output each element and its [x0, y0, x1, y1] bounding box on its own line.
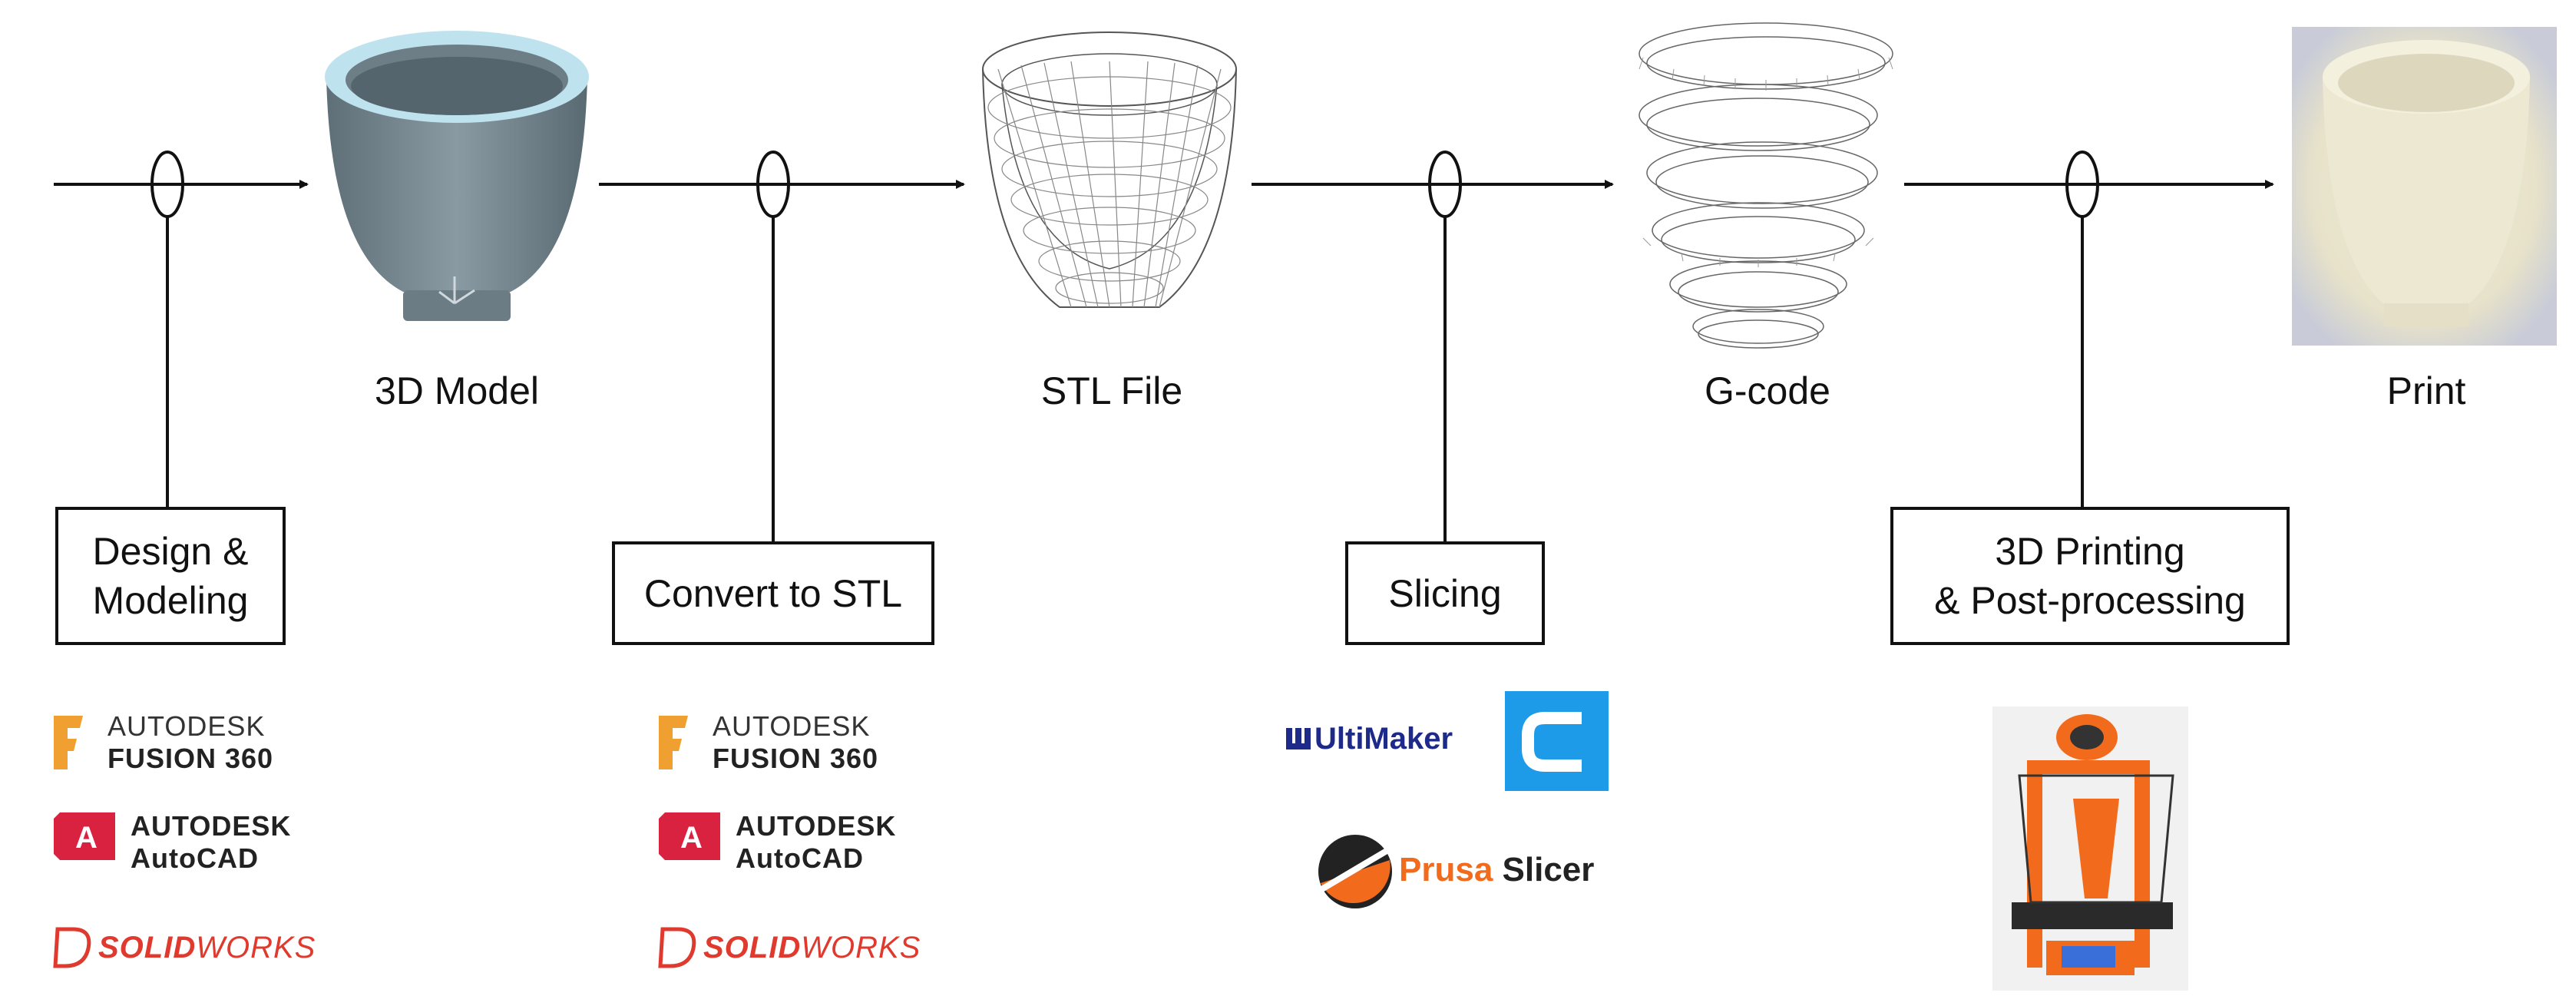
autocad-logo: AUTODESK AutoCAD	[131, 810, 292, 874]
3d-model-cup-icon	[325, 31, 589, 321]
stage-label-stl-file: STL File	[1040, 369, 1183, 412]
step-connectors	[150, 151, 2099, 541]
printed-cup-photo	[2292, 27, 2557, 346]
solidworks-logo: SOLIDWORKS	[98, 931, 316, 965]
gcode-layers-icon	[1639, 22, 1893, 349]
step-box-design-modeling: Design &Modeling	[55, 507, 286, 645]
step-box-slicing: Slicing	[1345, 541, 1545, 645]
3d-printer-icon	[1992, 706, 2188, 991]
ultimaker-logo: UltiMaker	[1314, 722, 1453, 756]
svg-text:A: A	[75, 821, 98, 855]
ultimaker-mark-icon	[1286, 728, 1311, 749]
solidworks-logo-2: SOLIDWORKS	[703, 931, 921, 965]
ds-logo-icon	[53, 927, 696, 968]
step-box-convert-to-stl: Convert to STL	[612, 541, 934, 645]
prusaslicer-logo: Prusa Slicer	[1399, 851, 1595, 888]
svg-text:A: A	[680, 821, 703, 855]
autocad-logo-2: AUTODESK AutoCAD	[736, 810, 897, 874]
cura-c-icon	[1505, 691, 1609, 791]
step-box-printing-post-processing: 3D Printing& Post-processing	[1890, 507, 2290, 645]
fusion-360-logo-2: AUTODESK FUSION 360	[713, 710, 879, 774]
stl-wireframe-icon	[982, 31, 1237, 308]
stage-label-print: Print	[2386, 369, 2466, 412]
fusion-360-logo: AUTODESK FUSION 360	[107, 710, 274, 774]
stage-label-g-code: G-code	[1705, 369, 1830, 412]
prusa-disc-icon	[1317, 835, 1392, 908]
fusion-f-icon	[54, 716, 688, 769]
autocad-a-icon: A A	[54, 812, 720, 860]
stage-label-3d-model: 3D Model	[375, 369, 539, 412]
